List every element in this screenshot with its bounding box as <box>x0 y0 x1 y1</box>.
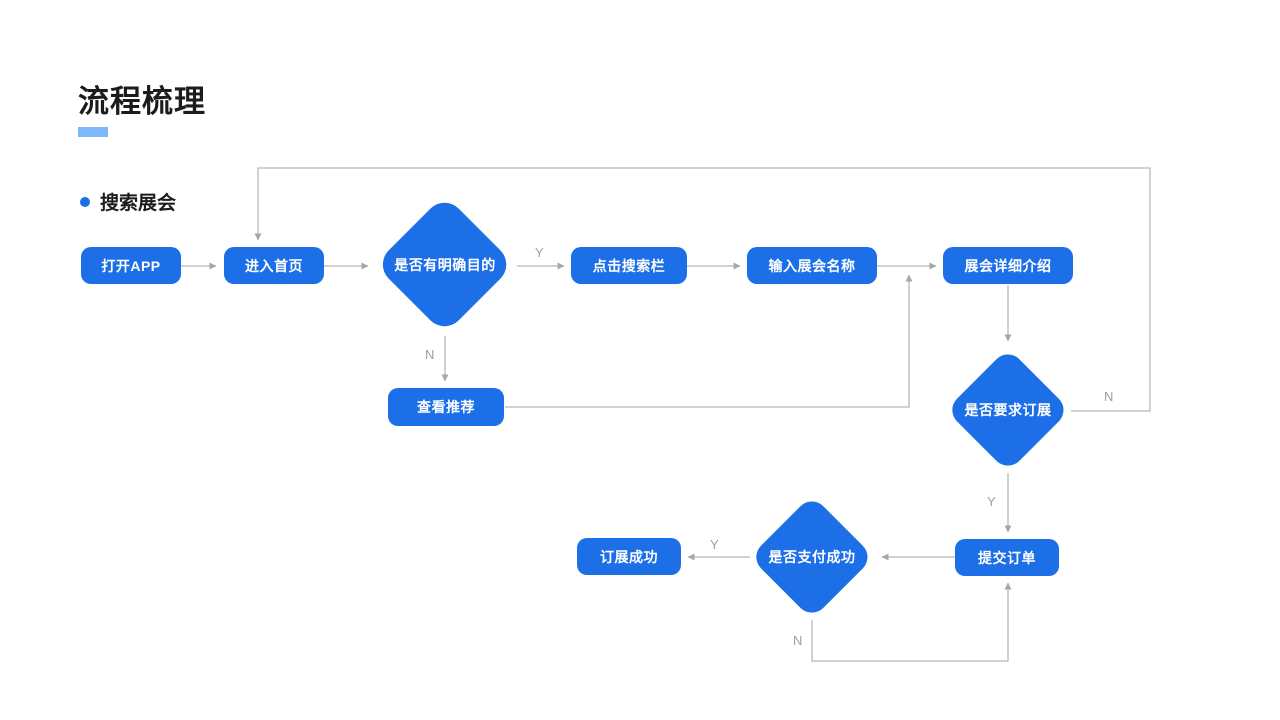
edge-label-pay-yes: Y <box>710 537 719 552</box>
node-enter-expo-name: 输入展会名称 <box>747 247 877 284</box>
node-expo-detail: 展会详细介绍 <box>943 247 1073 284</box>
edge-label-booking-no: N <box>1104 389 1114 404</box>
edge-label-goal-yes: Y <box>535 245 544 260</box>
edge-label-booking-yes: Y <box>987 494 996 509</box>
decision-label: 是否支付成功 <box>768 549 856 565</box>
page-title: 流程梳理 <box>78 84 206 119</box>
decision-has-clear-goal: 是否有明确目的 <box>374 194 516 336</box>
edge-needbooking-no-loop-to-enterhome <box>254 167 1151 412</box>
bullet-dot-icon <box>80 196 90 207</box>
decision-pay-success: 是否支付成功 <box>749 494 875 620</box>
section-title: 搜索展会 <box>100 193 177 214</box>
node-enter-home: 进入首页 <box>224 247 324 284</box>
decision-label: 是否要求订展 <box>964 402 1052 418</box>
edge-pay-no-loop-to-submit <box>811 582 1012 662</box>
node-click-search-bar: 点击搜索栏 <box>571 247 687 284</box>
title-accent-bar <box>78 127 108 137</box>
edge-label-pay-no: N <box>793 633 803 648</box>
edge-label-goal-no: N <box>425 347 435 362</box>
decision-need-booking: 是否要求订展 <box>945 347 1071 473</box>
decision-label: 是否有明确目的 <box>394 257 496 273</box>
node-submit-order: 提交订单 <box>955 539 1059 576</box>
edge-recommend-merge-up <box>505 274 913 408</box>
node-view-recommend: 查看推荐 <box>388 388 504 426</box>
section-header: 搜索展会 <box>80 188 176 215</box>
node-open-app: 打开APP <box>81 247 181 284</box>
node-booking-success: 订展成功 <box>577 538 681 575</box>
